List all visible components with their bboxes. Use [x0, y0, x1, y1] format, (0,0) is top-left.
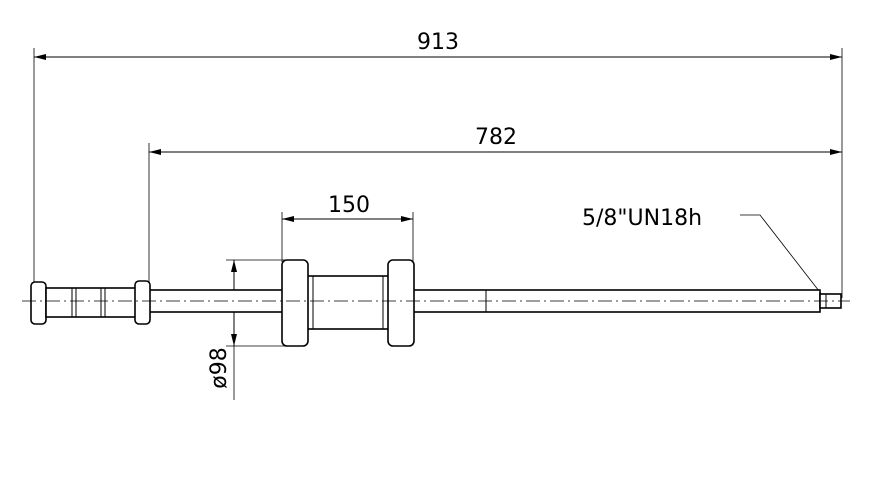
weight-flange-right — [387, 259, 415, 347]
weight-flange-left — [281, 259, 309, 347]
overall-length-dimension: 913 — [33, 30, 843, 300]
handle-end-cap — [30, 281, 47, 325]
weight-diameter-dimension: ø98 — [207, 259, 294, 400]
weight-diameter-label: ø98 — [207, 347, 232, 388]
thread-callout-label: 5/8"UN18h — [582, 206, 702, 231]
slide-hammer-part — [22, 259, 850, 347]
handle-grip — [45, 287, 137, 318]
shaft-length-dimension: 782 — [148, 125, 842, 290]
shaft-length-label: 782 — [475, 125, 517, 150]
handle-stop-collar — [134, 280, 151, 325]
thread-callout: 5/8"UN18h — [582, 206, 827, 301]
weight-length-dimension: 150 — [281, 193, 414, 262]
weight-length-label: 150 — [328, 193, 370, 218]
thread-leader-line — [740, 214, 827, 301]
overall-length-label: 913 — [417, 30, 459, 55]
weight-body — [305, 275, 391, 330]
